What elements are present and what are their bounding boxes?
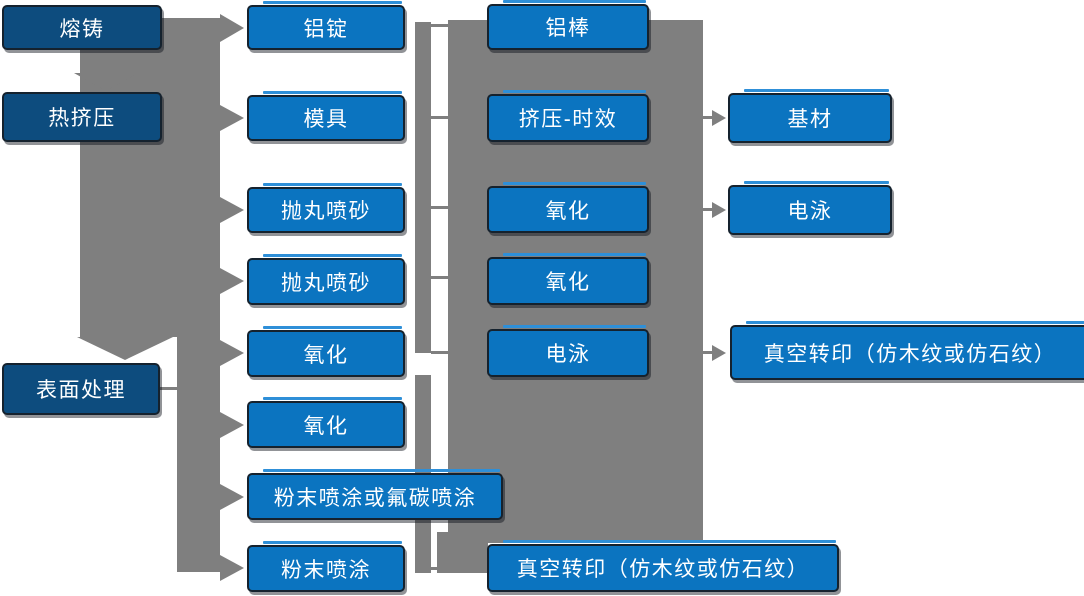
- connector-mid-bar-upper: [415, 22, 431, 353]
- node-shot-blast-2: 抛丸喷砂: [247, 254, 405, 305]
- node-powder-or-fluorocarbon: 粉末喷涂或氟碳喷涂: [247, 469, 503, 520]
- process-panel-foot: [437, 532, 488, 573]
- node-electrophoresis-c4: 电泳: [728, 181, 892, 235]
- node-al-rod: 铝棒: [487, 0, 649, 50]
- node-shot-blast-1: 抛丸喷砂: [247, 183, 405, 233]
- connector-stub-surface-treatment: [160, 387, 178, 390]
- arrow-tail-to-substrate: [703, 116, 714, 119]
- node-surface-treatment: 表面处理: [2, 363, 160, 415]
- arrowhead-to-mold-icon: [220, 105, 247, 131]
- node-extrusion-aging: 挤压-时效: [487, 90, 649, 142]
- arrowhead-down-to-hot-extrusion-icon: [74, 73, 138, 94]
- node-vacuum-transfer-right: 真空转印（仿木纹或仿石纹）: [730, 321, 1084, 380]
- node-oxidation-c2-2: 氧化: [247, 397, 405, 448]
- connector-stub-row4: [431, 276, 448, 279]
- node-electrophoresis-c3: 电泳: [487, 325, 649, 377]
- arrowhead-to-oxidation-1-icon: [220, 340, 247, 366]
- arrow-tail-to-electrophoresis: [703, 208, 714, 211]
- node-oxidation-c3-1: 氧化: [487, 182, 649, 233]
- arrowhead-to-powder-coating-icon: [220, 555, 247, 581]
- connector-right-strip: [177, 337, 220, 572]
- arrowhead-to-electrophoresis-icon: [712, 202, 729, 218]
- node-oxidation-c2-1: 氧化: [247, 326, 405, 377]
- arrowhead-to-shot-blast-1-icon: [220, 197, 247, 223]
- node-melt-cast: 熔铸: [2, 5, 162, 50]
- arrowhead-to-oxidation-2-icon: [220, 412, 247, 438]
- arrowhead-to-vacuum-transfer-icon: [712, 345, 729, 361]
- arrowhead-down-to-surface-treatment-icon: [77, 337, 173, 363]
- arrowhead-to-substrate-icon: [712, 110, 729, 126]
- node-powder-coating: 粉末喷涂: [247, 541, 405, 592]
- arrowhead-to-powder-fluorocarbon-icon: [220, 484, 247, 510]
- connector-stub-row5: [431, 351, 448, 354]
- arrowhead-to-shot-blast-2-icon: [220, 268, 247, 294]
- node-hot-extrusion: 热挤压: [2, 92, 162, 142]
- connector-stub-row2: [431, 116, 448, 119]
- node-vacuum-transfer-bottom: 真空转印（仿木纹或仿石纹）: [487, 540, 839, 592]
- node-substrate: 基材: [728, 89, 892, 143]
- arrow-tail-to-vacuum-transfer: [703, 351, 714, 354]
- node-mold: 模具: [247, 91, 405, 141]
- arrowhead-to-al-ingot-icon: [220, 14, 247, 42]
- connector-stub-row3: [431, 206, 448, 209]
- node-al-ingot: 铝锭: [247, 1, 405, 50]
- node-oxidation-c3-2: 氧化: [487, 253, 649, 305]
- connector-stub-row1: [431, 24, 448, 27]
